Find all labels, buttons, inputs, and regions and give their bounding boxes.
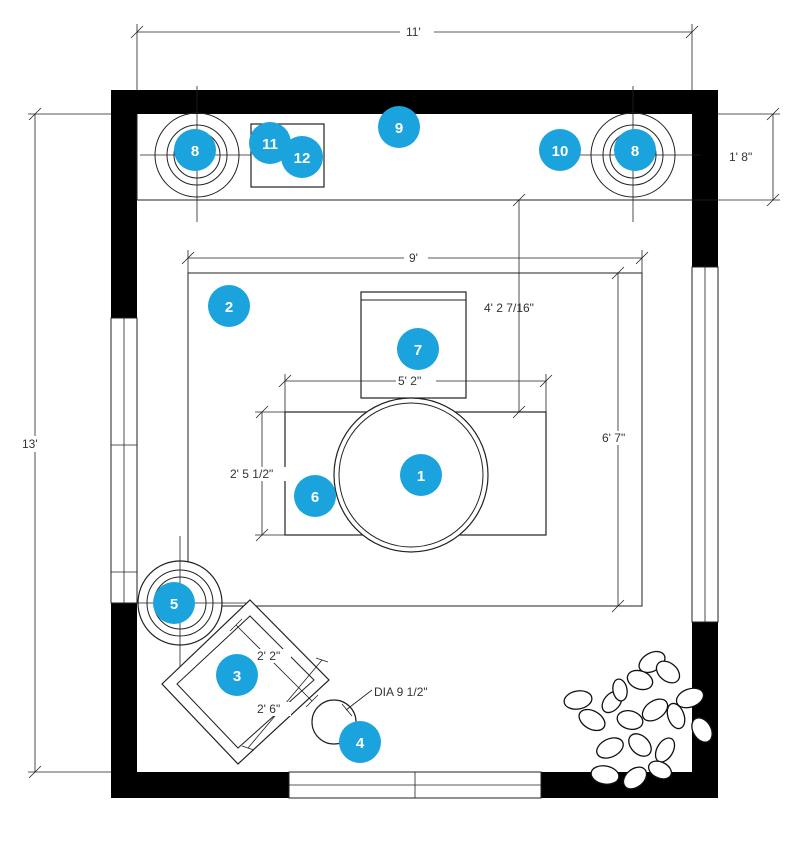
badge-8-left: 8 [174, 129, 216, 171]
dim-table-width: 5' 2" [398, 374, 421, 388]
badges: 1 2 3 4 5 6 7 8 8 9 10 11 12 [153, 106, 656, 763]
walls [111, 90, 718, 798]
svg-text:7: 7 [414, 342, 422, 359]
svg-text:2: 2 [225, 299, 233, 316]
svg-text:5: 5 [170, 596, 178, 613]
badge-9: 9 [378, 106, 420, 148]
wall-right-upper [692, 90, 718, 267]
svg-text:6: 6 [311, 489, 319, 506]
svg-text:11: 11 [262, 136, 278, 153]
svg-text:8: 8 [191, 143, 199, 160]
wall-bottom-left [111, 772, 289, 798]
badge-2: 2 [208, 285, 250, 327]
svg-text:12: 12 [294, 150, 311, 167]
dim-rug-depth: 6' 7" [602, 431, 625, 445]
dim-side-table: DIA 9 1/2" [374, 685, 428, 699]
windows [110, 266, 719, 799]
wall-top [111, 90, 718, 114]
badge-12: 12 [281, 136, 323, 178]
dim-ottoman-gap: 4' 2 7/16" [484, 301, 534, 315]
badge-11: 11 [249, 122, 291, 164]
dim-room-depth: 13' [22, 437, 38, 451]
dim-chair-width: 2' 2" [257, 649, 280, 663]
wall-right-lower [692, 622, 718, 798]
svg-text:10: 10 [552, 143, 569, 160]
svg-text:3: 3 [233, 668, 241, 685]
badge-8-right: 8 [614, 129, 656, 171]
badge-5: 5 [153, 582, 195, 624]
badge-6: 6 [294, 475, 336, 517]
wall-left-upper [111, 90, 137, 318]
svg-text:8: 8 [631, 143, 639, 160]
shelf [136, 114, 692, 201]
dim-rug-width: 9' [409, 251, 418, 265]
badge-3: 3 [216, 654, 258, 696]
dim-shelf-depth: 1' 8" [729, 150, 752, 164]
badge-10: 10 [539, 129, 581, 171]
badge-4: 4 [339, 721, 381, 763]
wall-left-lower [111, 603, 137, 798]
badge-7: 7 [397, 328, 439, 370]
dim-room-width: 11' [406, 25, 421, 39]
dim-table-depth: 2' 5 1/2" [230, 467, 273, 481]
badge-1: 1 [400, 454, 442, 496]
dim-chair-depth: 2' 6" [257, 702, 280, 716]
svg-text:4: 4 [356, 735, 365, 752]
plant [563, 650, 713, 790]
rug [187, 272, 643, 607]
svg-text:9: 9 [395, 120, 403, 137]
svg-text:1: 1 [417, 468, 425, 485]
dimension-labels: 11' 13' 1' 8" 9' 6' 7" 4' 2 7/16" 5' 2" … [22, 25, 769, 716]
